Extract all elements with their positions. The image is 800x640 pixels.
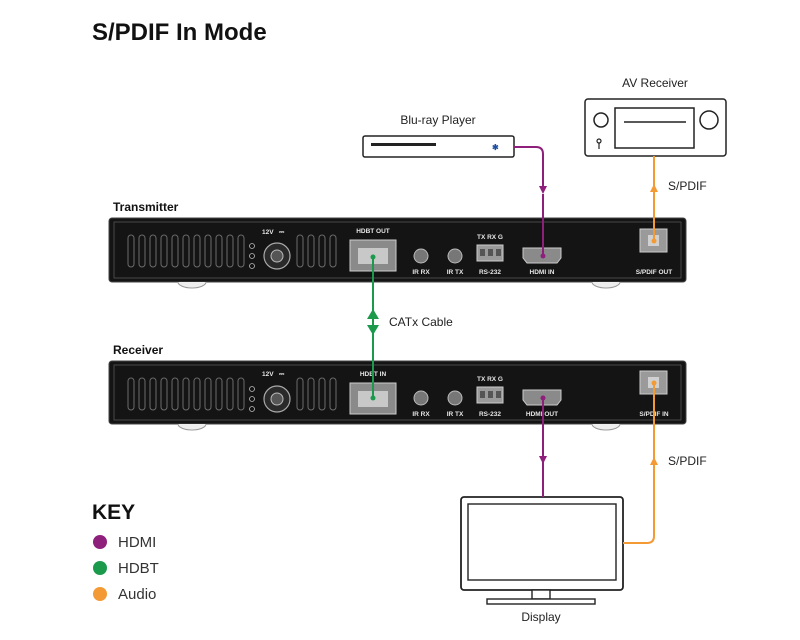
- transmitter-foot-left: [177, 281, 207, 289]
- hdmi-endpoint-transmitter: [540, 253, 546, 259]
- transmitter-rs232-pins-label: TX RX G: [477, 234, 503, 241]
- bluray-logo-icon: ✱: [492, 143, 499, 152]
- transmitter-hdmi-in-label: HDMI IN: [530, 269, 555, 276]
- transmitter-spdif-out-label: S/PDIF OUT: [636, 269, 673, 276]
- transmitter-polarity-icon: [249, 243, 255, 269]
- receiver-power-label: 12V: [262, 371, 274, 378]
- receiver-polarity-icon: [249, 386, 255, 412]
- spdif-endpoint-transmitter: [651, 238, 657, 244]
- transmitter-ir-rx-jack: [413, 248, 429, 264]
- transmitter-device: 12V ⎓ HDBT OUT IR RX IR TX TX RX G RS-23…: [108, 217, 687, 289]
- transmitter-dc-icon: ⎓: [279, 229, 285, 236]
- receiver-foot-right: [591, 423, 621, 431]
- display-label: Display: [521, 610, 560, 624]
- hdbt-endpoint-receiver: [370, 395, 376, 401]
- transmitter-ir-rx-label: IR RX: [412, 269, 430, 276]
- av-receiver-left-knob-icon: [593, 112, 609, 128]
- transmitter-hdbt-out-label: HDBT OUT: [356, 228, 390, 235]
- transmitter-label: Transmitter: [113, 200, 179, 214]
- receiver-vents: [127, 377, 337, 411]
- hdbt-endpoint-transmitter: [370, 254, 376, 260]
- receiver-rs232-label: RS-232: [479, 411, 501, 418]
- transmitter-rs232-label: RS-232: [479, 269, 501, 276]
- key-hdbt-swatch: [93, 561, 107, 575]
- transmitter-foot-right: [591, 281, 621, 289]
- page-title: S/PDIF In Mode: [92, 19, 267, 46]
- catx-cable-label: CATx Cable: [389, 315, 453, 329]
- receiver-ir-rx-label: IR RX: [412, 411, 430, 418]
- spdif-endpoint-receiver: [651, 380, 657, 386]
- key-hdmi-swatch: [93, 535, 107, 549]
- key-hdmi-label: HDMI: [118, 534, 156, 551]
- spdif-top-label: S/PDIF: [668, 179, 707, 193]
- key-legend: KEY HDMI HDBT Audio: [92, 501, 159, 603]
- hdbt-arrow-up-icon: [367, 309, 379, 319]
- av-receiver-right-knob-icon: [699, 110, 719, 130]
- bluray-disc-slot: [371, 143, 436, 146]
- receiver-device: 12V ⎓ HDBT IN IR RX IR TX TX RX G RS-232…: [108, 360, 687, 431]
- transmitter-vents: [127, 234, 337, 268]
- receiver-ir-rx-jack: [413, 390, 429, 406]
- bluray-player: Blu-ray Player ✱: [362, 113, 515, 158]
- bluray-label: Blu-ray Player: [400, 113, 475, 127]
- key-audio-swatch: [93, 587, 107, 601]
- receiver-ir-tx-jack: [447, 390, 463, 406]
- spdif-bottom-label: S/PDIF: [668, 454, 707, 468]
- transmitter-ir-tx-label: IR TX: [447, 269, 464, 276]
- receiver-label: Receiver: [113, 343, 163, 357]
- display-device: Display: [460, 496, 624, 624]
- hdmi-cable-bluray-to-transmitter: [514, 146, 547, 194]
- av-receiver: AV Receiver: [584, 76, 727, 157]
- transmitter-power-jack-inner: [270, 249, 284, 263]
- receiver-dc-icon: ⎓: [279, 371, 285, 378]
- hdmi-endpoint-receiver: [540, 395, 546, 401]
- key-heading: KEY: [92, 501, 135, 524]
- key-audio-label: Audio: [118, 586, 156, 603]
- key-hdbt-label: HDBT: [118, 560, 159, 577]
- receiver-foot-left: [177, 423, 207, 431]
- hdbt-arrow-down-icon: [367, 325, 379, 335]
- transmitter-ir-tx-jack: [447, 248, 463, 264]
- av-receiver-label: AV Receiver: [622, 76, 688, 90]
- transmitter-power-label: 12V: [262, 229, 274, 236]
- receiver-rs232-pins-label: TX RX G: [477, 376, 503, 383]
- spdif-cable-display-to-receiver: [623, 457, 658, 544]
- receiver-power-jack-inner: [270, 392, 284, 406]
- receiver-ir-tx-label: IR TX: [447, 411, 464, 418]
- av-receiver-screen: [614, 107, 695, 149]
